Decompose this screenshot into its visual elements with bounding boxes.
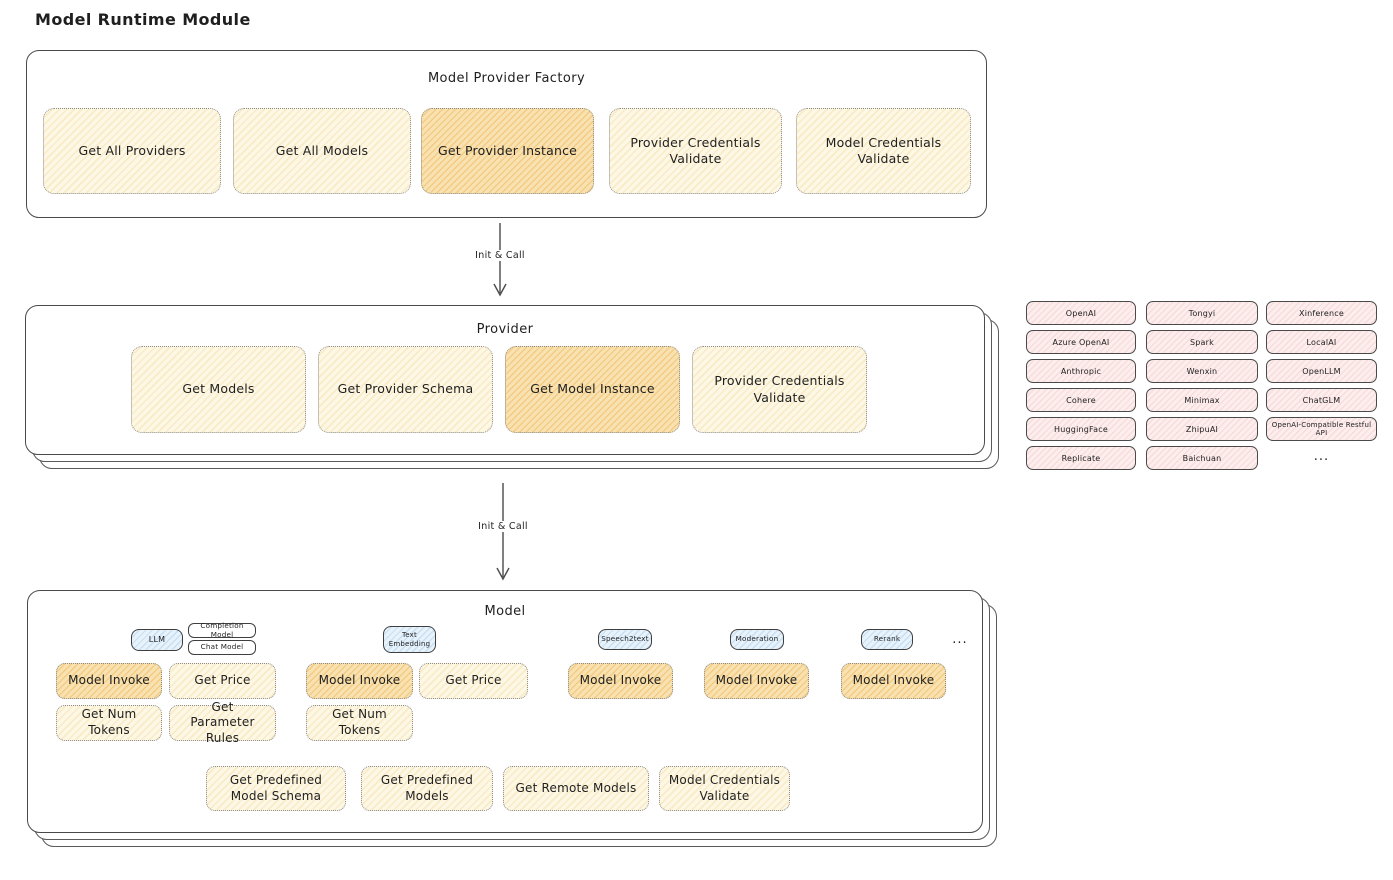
node-embedding-get-price: Get Price [419, 663, 528, 699]
provider-cell-anthropic: Anthropic [1026, 359, 1136, 383]
provider-cell-openai-compatible: OpenAI-Compatible Restful API [1266, 417, 1377, 441]
provider-stack: Provider Get Models Get Provider Schema … [25, 305, 999, 469]
provider-cell-wenxin: Wenxin [1146, 359, 1258, 383]
model-title: Model [484, 604, 526, 619]
node-get-predefined-models: Get Predefined Models [361, 766, 493, 811]
node-llm-get-num-tokens: Get Num Tokens [56, 705, 162, 741]
node-provider-credentials-validate-2: Provider Credentials Validate [692, 346, 867, 433]
model-provider-factory-box: Model Provider Factory Get All Providers… [26, 50, 987, 218]
provider-cell-cohere: Cohere [1026, 388, 1136, 412]
node-llm-get-price: Get Price [169, 663, 276, 699]
node-get-all-providers: Get All Providers [43, 108, 221, 194]
provider-cell-xinference: Xinference [1266, 301, 1377, 325]
provider-cell-baichuan: Baichuan [1146, 446, 1258, 470]
init-call-label-2: Init & Call [469, 521, 537, 532]
node-rerank-model-invoke: Model Invoke [841, 663, 946, 699]
provider-cell-zhipuai: ZhipuAI [1146, 417, 1258, 441]
model-stack: Model LLM Completion Model Chat Model Te… [27, 590, 997, 847]
tag-speech2text: Speech2text [598, 629, 652, 650]
node-llm-model-invoke: Model Invoke [56, 663, 162, 699]
node-get-model-instance: Get Model Instance [505, 346, 680, 433]
provider-cell-replicate: Replicate [1026, 446, 1136, 470]
provider-cell-openllm: OpenLLM [1266, 359, 1377, 383]
factory-title: Model Provider Factory [427, 71, 586, 86]
init-call-label-1: Init & Call [466, 250, 534, 261]
provider-cell-spark: Spark [1146, 330, 1258, 354]
node-provider-credentials-validate: Provider Credentials Validate [609, 108, 782, 194]
tag-text-embedding: Text Embedding [383, 626, 436, 653]
provider-cell-huggingface: HuggingFace [1026, 417, 1136, 441]
node-embedding-model-invoke: Model Invoke [306, 663, 413, 699]
node-llm-get-parameter-rules: Get Parameter Rules [169, 700, 276, 745]
node-moderation-model-invoke: Model Invoke [704, 663, 809, 699]
node-model-credentials-validate-2: Model Credentials Validate [659, 766, 790, 811]
node-get-models: Get Models [131, 346, 306, 433]
model-tags-ellipsis: ... [952, 631, 968, 647]
node-get-remote-models: Get Remote Models [503, 766, 649, 811]
provider-cell-localai: LocalAI [1266, 330, 1377, 354]
provider-cell-azure-openai: Azure OpenAI [1026, 330, 1136, 354]
init-call-arrow-2 [496, 483, 510, 581]
tag-rerank: Rerank [861, 629, 913, 650]
tag-moderation: Moderation [730, 629, 784, 650]
provider-title: Provider [476, 322, 534, 337]
tag-chat-model: Chat Model [188, 640, 256, 655]
node-get-provider-instance: Get Provider Instance [421, 108, 594, 194]
model-box: Model LLM Completion Model Chat Model Te… [27, 590, 983, 833]
tag-completion-model: Completion Model [188, 622, 256, 638]
provider-cell-minimax: Minimax [1146, 388, 1258, 412]
node-speech2text-model-invoke: Model Invoke [568, 663, 673, 699]
provider-grid-ellipsis: ... [1313, 448, 1330, 464]
node-model-credentials-validate: Model Credentials Validate [796, 108, 971, 194]
provider-cell-tongyi: Tongyi [1146, 301, 1258, 325]
provider-cell-openai: OpenAI [1026, 301, 1136, 325]
node-get-provider-schema: Get Provider Schema [318, 346, 493, 433]
node-get-all-models: Get All Models [233, 108, 411, 194]
diagram-title: Model Runtime Module [35, 10, 251, 29]
tag-llm: LLM [131, 629, 183, 651]
provider-cell-chatglm: ChatGLM [1266, 388, 1377, 412]
provider-box: Provider Get Models Get Provider Schema … [25, 305, 985, 455]
node-get-predefined-model-schema: Get Predefined Model Schema [206, 766, 346, 811]
node-embedding-get-num-tokens: Get Num Tokens [306, 705, 413, 741]
